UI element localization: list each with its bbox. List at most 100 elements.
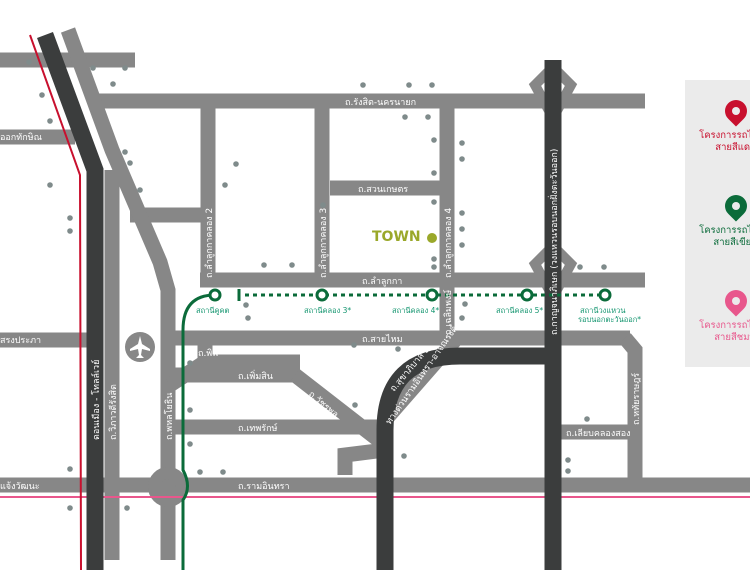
road-label-lam-luk-ka: ถ.ลำลูกกา <box>362 276 402 287</box>
poi-dot <box>584 416 590 422</box>
poi-dot <box>565 457 571 463</box>
poi-dot <box>110 81 116 87</box>
legend-panel: โครงการรถไฟฟ้า สายสีแดง โครงการรถไฟฟ้า ส… <box>685 80 750 367</box>
station-marker[interactable] <box>425 288 439 302</box>
poi-dot <box>122 149 128 155</box>
poi-dot <box>187 441 193 447</box>
poi-dot <box>431 264 437 270</box>
poi-dot <box>351 342 357 348</box>
poi-dot <box>401 453 407 459</box>
poi-dot <box>289 262 295 268</box>
road-label-hathai-rat: ถ.หทัยราษฎร์ <box>630 373 642 425</box>
project-town-marker[interactable] <box>427 233 437 243</box>
poi-dot <box>90 65 96 71</box>
poi-dot <box>233 161 239 167</box>
poi-dot <box>245 315 251 321</box>
poi-dot <box>122 65 128 71</box>
legend-label: โครงการรถไฟฟ้า <box>699 320 750 331</box>
road-label-khlong2: ถ.ลำลูกกาคลอง 2 <box>204 208 215 278</box>
road-label-pathum-thani: -ปทุมธานี <box>0 71 38 82</box>
project-town-label[interactable]: TOWN <box>372 229 421 245</box>
road-label-phum-short: ถ.พิพ <box>198 348 218 359</box>
poi-dot <box>601 264 607 270</box>
station-marker[interactable] <box>520 288 534 302</box>
poi-dot <box>459 140 465 146</box>
road-label-suan-kaset: ถ.สวนเกษตร <box>358 185 408 195</box>
poi-dot <box>124 505 130 511</box>
poi-dot <box>402 114 408 120</box>
poi-dot <box>47 118 53 124</box>
poi-dot <box>197 469 203 475</box>
poi-dot <box>26 59 32 65</box>
poi-dot <box>187 407 193 413</box>
station-label-khu-khot: สถานีคูคต <box>196 306 229 315</box>
legend-pink-line: โครงการรถไฟฟ้า สายสีชมพู <box>685 285 750 344</box>
poi-dot <box>431 170 437 176</box>
legend-label: โครงการรถไฟฟ้า <box>699 130 750 141</box>
poi-dot <box>459 210 465 216</box>
legend-label: สายสีแดง <box>715 142 750 153</box>
poi-dot <box>67 466 73 472</box>
poi-dot <box>39 92 45 98</box>
poi-dot <box>67 215 73 221</box>
poi-dot <box>577 264 583 270</box>
station-marker[interactable] <box>208 288 222 302</box>
highways <box>37 32 562 570</box>
poi-dot <box>187 360 193 366</box>
poi-dot <box>360 82 366 88</box>
red-line-route <box>29 34 82 570</box>
road-label-ram-intra: ถ.รามอินทรา <box>238 481 290 492</box>
station-label-khlong3: สถานีคลอง 3* <box>304 306 351 315</box>
poi-dot <box>431 199 437 205</box>
poi-dot <box>67 228 73 234</box>
poi-dot <box>565 468 571 474</box>
station-label-outer-ring-2: รอบนอกตะวันออก* <box>578 315 641 324</box>
poi-dot <box>137 187 143 193</box>
poi-dot <box>431 137 437 143</box>
green-line-route <box>181 293 216 570</box>
poi-dot <box>429 82 435 88</box>
poi-dot <box>459 315 465 321</box>
road-label-song-prapa: สรงประภา <box>0 336 41 346</box>
legend-label: สายสีชมพู <box>714 332 750 343</box>
road-label-tollway: ดอนเมือง - โทลล์เวย์ <box>90 360 102 440</box>
poi-dot <box>352 402 358 408</box>
road-label-chaloem-phong: ถ.เฉลิมพงษ์ <box>442 290 454 335</box>
poi-dot <box>127 160 133 166</box>
legend-label: สายสีเขียว <box>713 237 750 248</box>
poi-dot <box>261 262 267 268</box>
poi-dot <box>220 469 226 475</box>
road-label-khlong3: ถ.ลำลูกกาคลอง 3 <box>318 208 329 278</box>
road-label-thaksin: ออกทักษิณ <box>0 132 42 143</box>
legend-red-line: โครงการรถไฟฟ้า สายสีแดง <box>685 95 750 154</box>
road-label-khlong4: ถ.ลำลูกกาคลอง 4 <box>443 207 454 278</box>
station-label-khlong4: สถานีคลอง 4* <box>392 306 439 315</box>
station-marker[interactable] <box>315 288 329 302</box>
poi-dots <box>26 59 607 511</box>
station-marker[interactable] <box>598 288 612 302</box>
poi-dot <box>47 182 53 188</box>
road-label-phahon-yothin: ถ.พหลโยธิน <box>164 393 175 440</box>
poi-dot <box>459 226 465 232</box>
poi-dot <box>243 302 249 308</box>
poi-dot <box>320 202 326 208</box>
station-label-khlong5: สถานีคลอง 5* <box>496 306 543 315</box>
road-label-thep-rak: ถ.เทพรักษ์ <box>238 422 278 434</box>
road-label-rangsit-nakhon-nayok: ถ.รังสิต-นครนายก <box>345 97 416 108</box>
poi-dot <box>406 82 412 88</box>
map-pin-icon <box>720 285 750 317</box>
map-pin-icon <box>720 95 750 127</box>
road-label-phum-sin: ถ.เพิ่มสิน <box>238 369 273 382</box>
poi-dot <box>222 182 228 188</box>
road-label-kanchanaphisek: ถ.กาญจนาภิเษก (วงแหวนรอบนอกฝั่งตะวันออก) <box>547 149 560 335</box>
map-pin-icon <box>720 190 750 222</box>
road-label-vibhavadi: ถ.วิภาวดีรังสิต <box>108 384 119 440</box>
poi-dot <box>395 346 401 352</box>
poi-dot <box>462 301 468 307</box>
road-network <box>0 27 750 560</box>
legend-label: โครงการรถไฟฟ้า <box>699 225 750 236</box>
road-label-chaeng-watthana: แจ้งวัฒนะ <box>0 481 40 492</box>
legend-green-line: โครงการรถไฟฟ้า สายสีเขียว <box>685 190 750 249</box>
poi-dot <box>459 242 465 248</box>
